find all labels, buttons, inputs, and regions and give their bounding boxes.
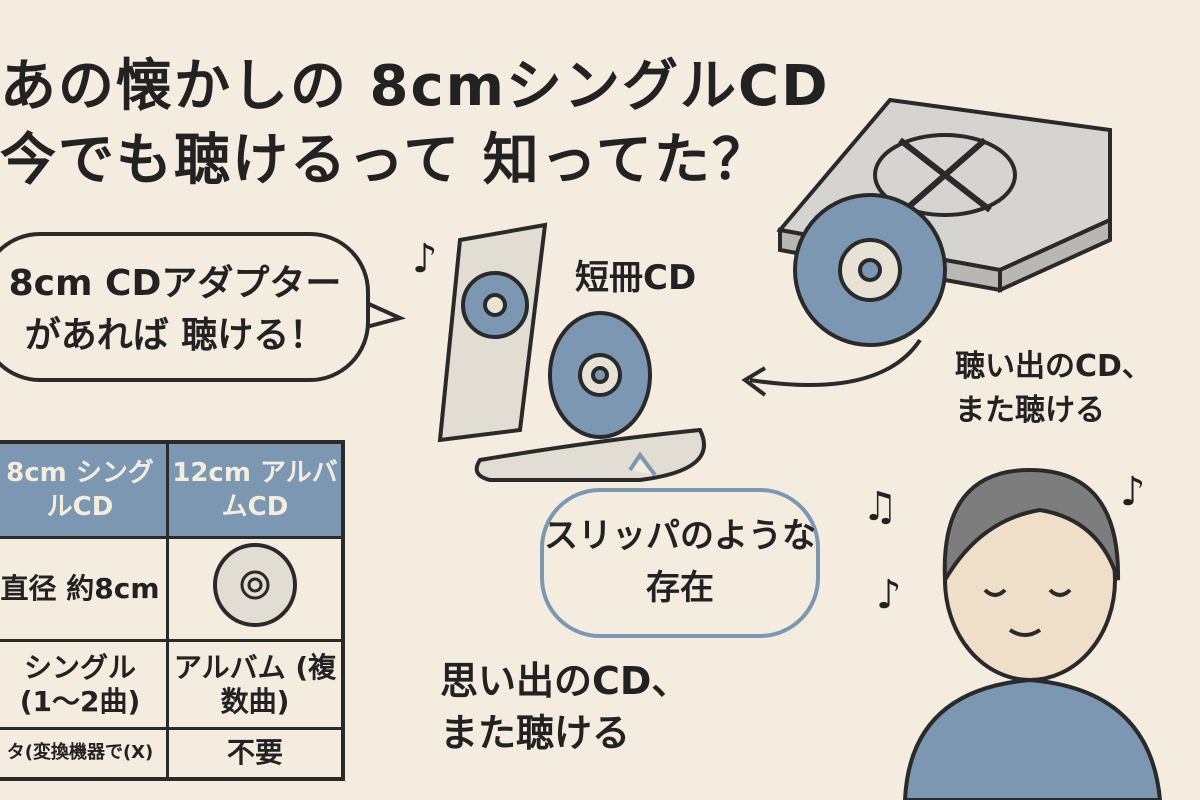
person-icon (902, 467, 1163, 800)
caption-bottom-line2: また聴ける (440, 711, 631, 755)
cd-disc-icon (166, 536, 345, 642)
music-note-icon: ♪ ♫ ♪ ♪ (412, 236, 1146, 618)
table-header: 8cm シングルCD (0, 440, 169, 539)
table-cell: 不要 (166, 727, 345, 780)
tanzaku-label: 短冊CD (575, 258, 697, 298)
table-header-row: 8cm シングルCD 12cm アルバムCD (0, 440, 345, 539)
caption-bottom-line1: 思い出のCD、 (440, 659, 690, 703)
slipper-bubble-line1: スリッパのような (544, 516, 816, 556)
caption-bottom: 思い出のCD、 また聴ける (440, 655, 689, 759)
slipper-bubble-line2: 存在 (646, 568, 714, 608)
adapter-bubble-line1: 8cm CDアダプター (8, 263, 342, 304)
svg-text:♪: ♪ (1120, 469, 1146, 515)
table-row: シングル (1〜2曲) アルバム (複数曲) (0, 639, 345, 730)
tanzaku-cd-icon (437, 222, 706, 482)
headline-line2: 今でも聴けるって 知ってた？ (0, 128, 770, 193)
table-cell: タ(変換機器で(X) (0, 727, 169, 780)
svg-text:♪: ♪ (412, 236, 438, 282)
caption-right-line2: また聴ける (955, 393, 1105, 428)
adapter-bubble-line2: があれば 聴ける！ (24, 315, 326, 356)
table-header: 12cm アルバムCD (166, 440, 345, 539)
caption-right: 聴い出のCD、 また聴ける (955, 345, 1152, 433)
comparison-table: 8cm シングルCD 12cm アルバムCD 直径 約8cm シングル (1〜2… (0, 440, 345, 781)
table-cell: アルバム (複数曲) (166, 639, 345, 730)
headline: あの懐かしの 8cmシングルCD 今でも聴けるって 知ってた？ (0, 50, 830, 198)
cd-player-icon (776, 97, 1112, 347)
table-cell: 直径 約8cm (0, 536, 169, 642)
svg-text:♪: ♪ (876, 572, 902, 618)
headline-line1: あの懐かしの 8cmシングルCD (0, 54, 830, 119)
slipper-bubble: スリッパのような 存在 (540, 488, 820, 638)
adapter-bubble: 8cm CDアダプター があれば 聴ける！ (0, 232, 370, 382)
svg-text:♫: ♫ (862, 484, 898, 530)
table-row: 直径 約8cm (0, 536, 345, 642)
table-row: タ(変換機器で(X) 不要 (0, 727, 345, 780)
caption-right-line1: 聴い出のCD、 (955, 349, 1152, 384)
table-cell: シングル (1〜2曲) (0, 639, 169, 730)
arrow-icon (749, 338, 922, 387)
